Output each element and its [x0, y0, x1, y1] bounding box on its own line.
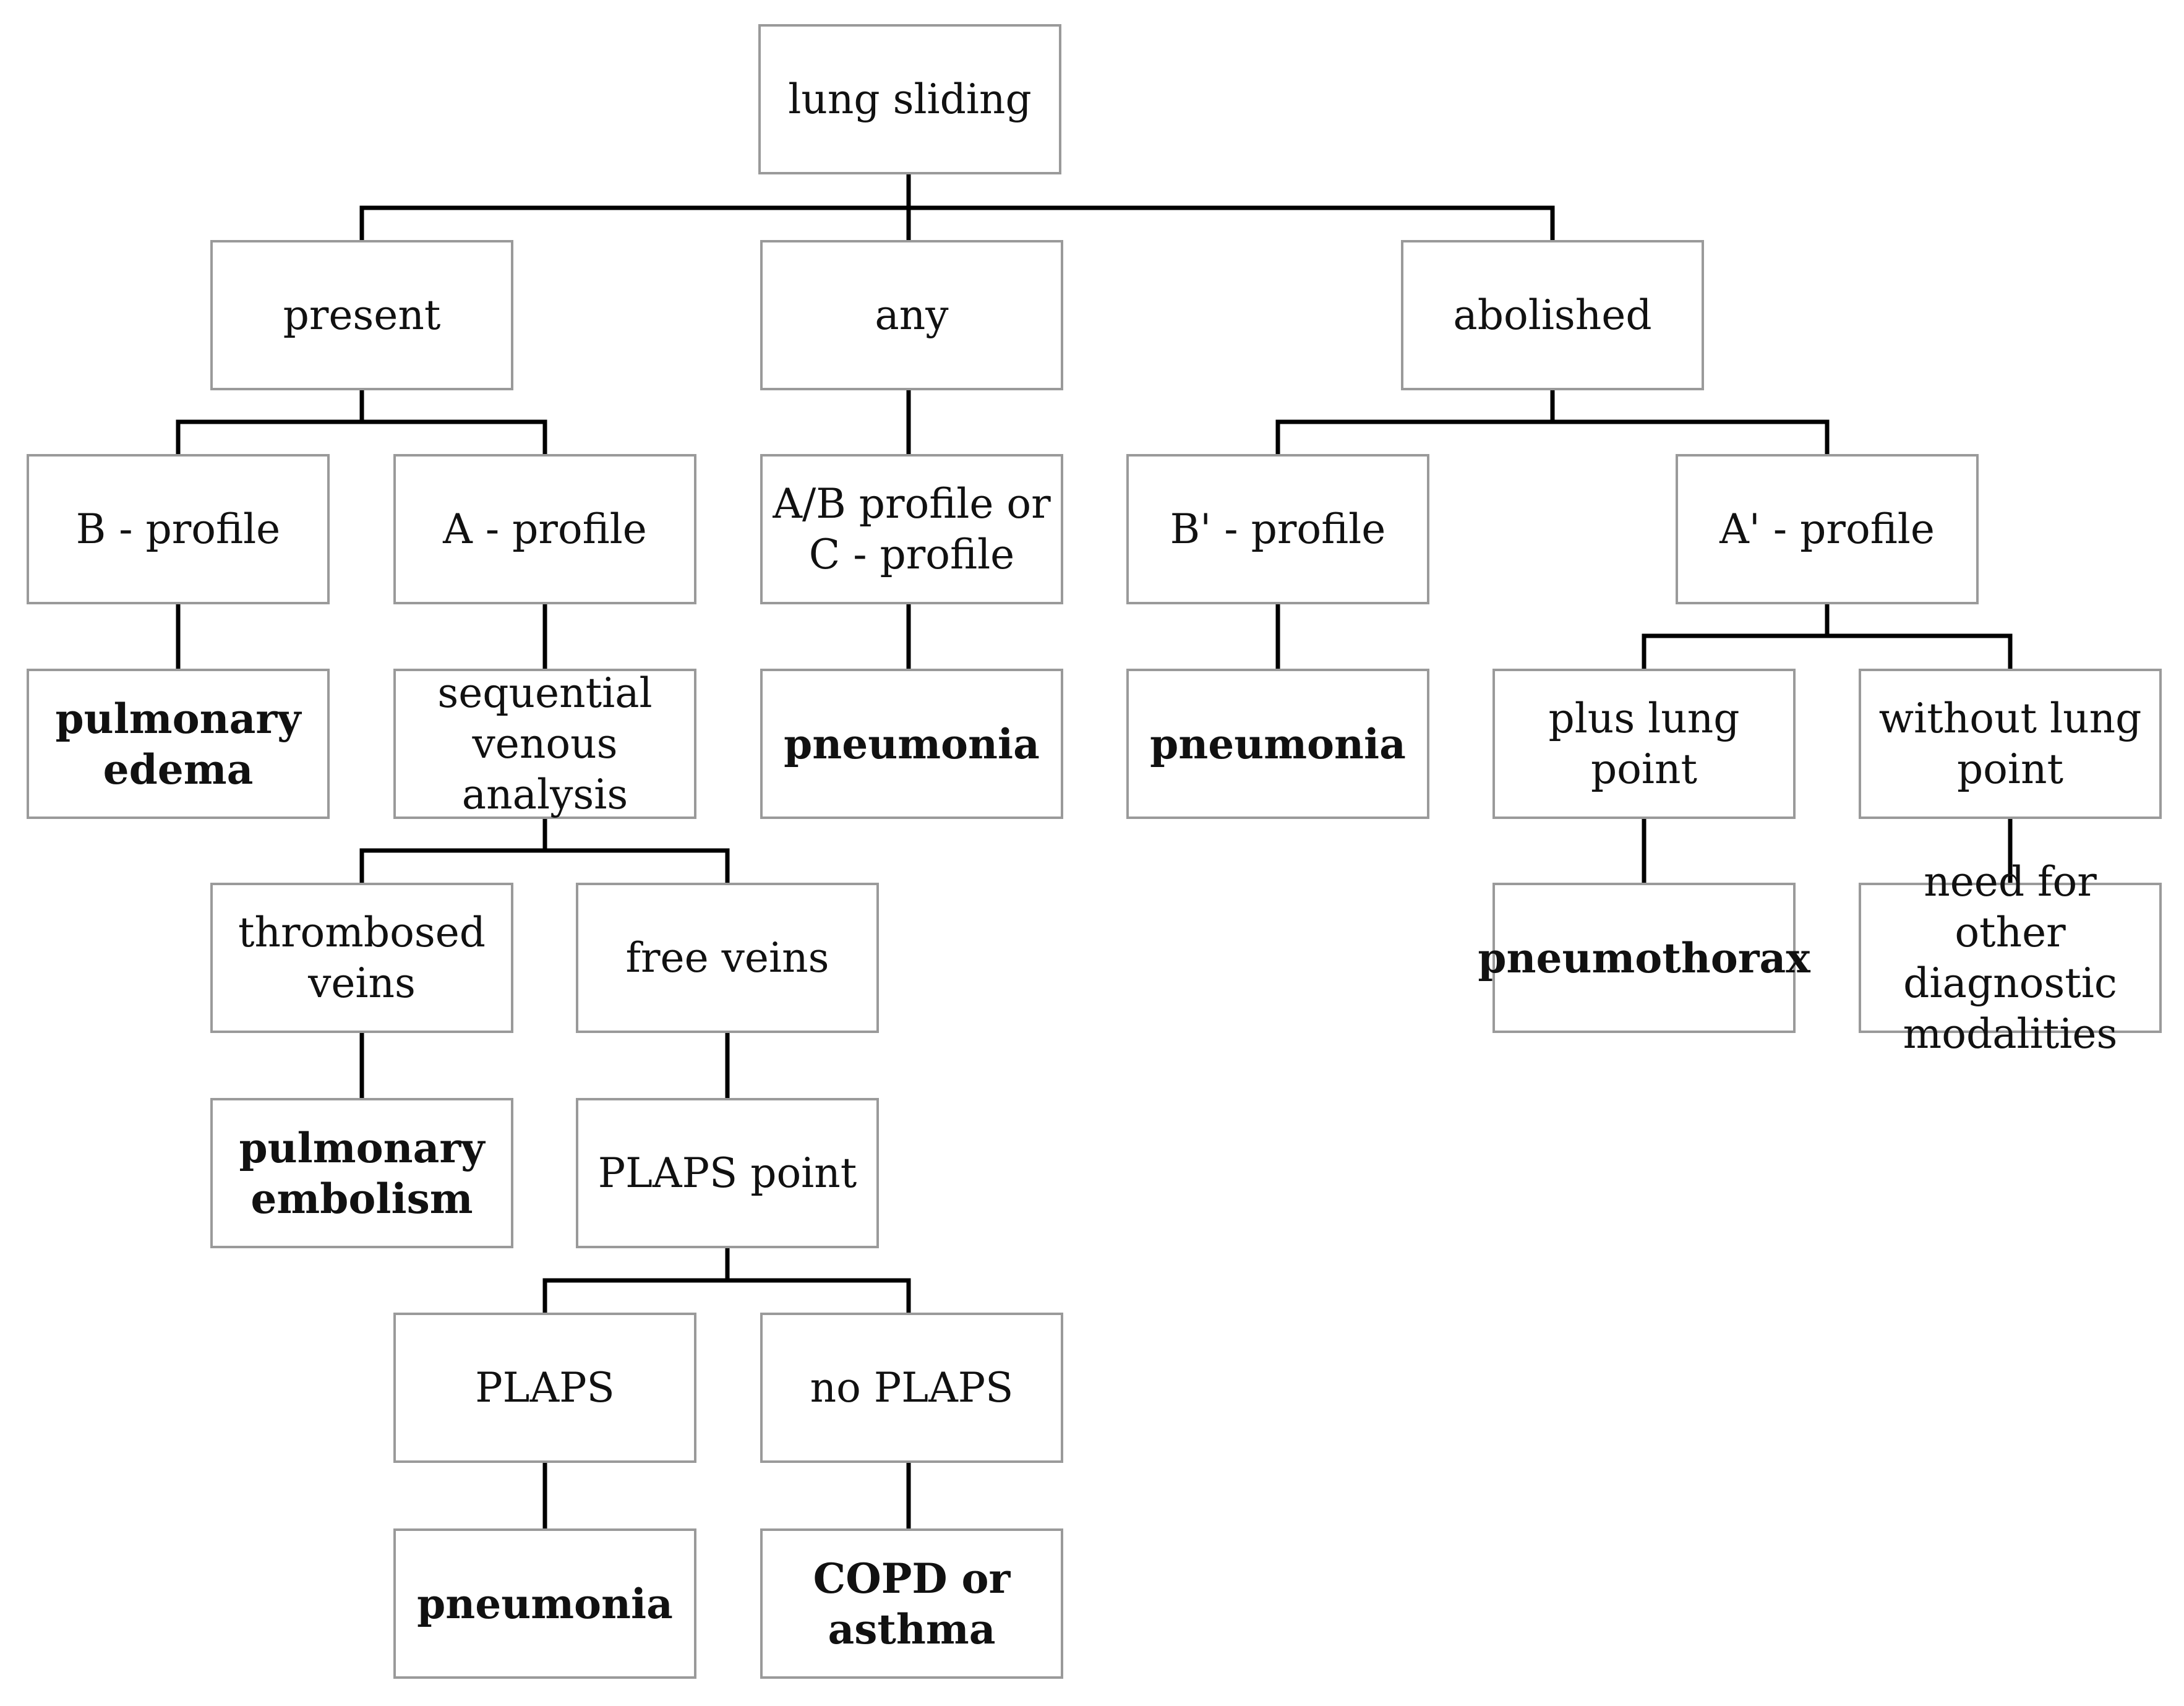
node-thrombosed-veins: thrombosed veins — [210, 883, 513, 1033]
node-label: no PLAPS — [810, 1363, 1014, 1412]
node-pneumonia-any: pneumonia — [760, 669, 1063, 819]
node-label: abolished — [1453, 291, 1652, 339]
node-need-other-modalities: need for other diagnostic modalities — [1859, 858, 2162, 1058]
node-present: present — [210, 240, 513, 390]
node-label: A - profile — [443, 505, 647, 553]
node-sequential-venous-analysis: sequential venous analysis — [393, 669, 696, 819]
node-label: lung sliding — [788, 75, 1032, 123]
node-any: any — [760, 240, 1063, 390]
node-label: pulmonary edema — [55, 694, 301, 794]
connector-plaps-point — [542, 1246, 911, 1315]
node-label: need for other diagnostic modalities — [1903, 857, 2118, 1058]
node-pneumonia-plaps: pneumonia — [393, 1528, 696, 1679]
node-label: thrombosed veins — [238, 908, 486, 1007]
node-label: pulmonary embolism — [239, 1123, 485, 1223]
node-label: B - profile — [75, 505, 281, 553]
node-ab-c-profile: A/B profile or C - profile — [760, 454, 1063, 604]
node-plaps-point: PLAPS point — [576, 1098, 879, 1248]
node-label: sequential venous analysis — [437, 669, 653, 818]
node-label: free veins — [625, 933, 829, 982]
node-label: pneumonia — [1150, 719, 1406, 768]
node-label: present — [283, 291, 441, 339]
node-label: pneumonia — [784, 719, 1040, 768]
node-copd-or-asthma: COPD or asthma — [760, 1528, 1063, 1679]
node-a-profile: A - profile — [393, 454, 696, 604]
node-without-lung-point: without lung point — [1859, 669, 2162, 819]
node-label: any — [875, 291, 949, 339]
node-no-plaps: no PLAPS — [760, 1313, 1063, 1463]
node-label: PLAPS point — [597, 1149, 857, 1197]
node-pneumonia-b-prime: pneumonia — [1126, 669, 1429, 819]
node-lung-sliding: lung sliding — [758, 24, 1061, 174]
connector-venous — [359, 817, 730, 885]
node-a-prime-profile: A' - profile — [1676, 454, 1979, 604]
node-label: plus lung point — [1548, 694, 1740, 793]
node-label: COPD or asthma — [813, 1554, 1011, 1653]
node-label: A' - profile — [1719, 505, 1935, 553]
node-label: A/B profile or C - profile — [773, 479, 1051, 578]
node-plaps: PLAPS — [393, 1313, 696, 1463]
node-abolished: abolished — [1401, 240, 1704, 390]
node-label: pneumothorax — [1478, 933, 1810, 982]
connector-abolished — [1275, 388, 1830, 457]
connector-root — [359, 172, 1555, 242]
connector-a-prime — [1642, 602, 2013, 671]
node-pulmonary-edema: pulmonary edema — [27, 669, 330, 819]
node-pulmonary-embolism: pulmonary embolism — [210, 1098, 513, 1248]
node-label: B' - profile — [1170, 505, 1386, 553]
node-free-veins: free veins — [576, 883, 879, 1033]
node-label: PLAPS — [475, 1363, 615, 1412]
node-label: without lung point — [1878, 694, 2142, 793]
node-b-profile: B - profile — [27, 454, 330, 604]
node-plus-lung-point: plus lung point — [1492, 669, 1796, 819]
node-pneumothorax: pneumothorax — [1478, 883, 1810, 1033]
node-b-prime-profile: B' - profile — [1126, 454, 1429, 604]
node-label: pneumonia — [417, 1579, 673, 1628]
connector-present — [176, 388, 547, 457]
